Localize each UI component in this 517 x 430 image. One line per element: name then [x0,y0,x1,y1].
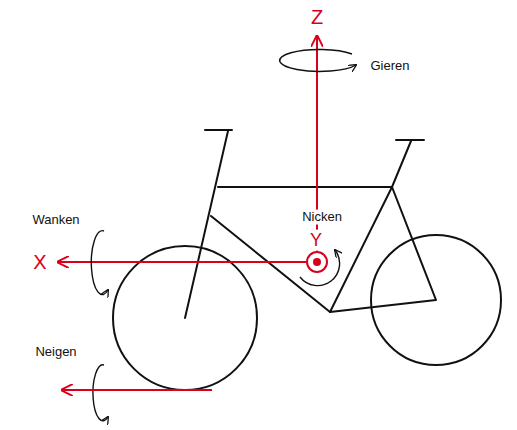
rotation-label: Gieren [368,59,411,74]
y-axis-symbol [307,252,327,272]
frame-rear [330,140,436,312]
lean-axis [62,389,212,391]
pitch-rotation [300,250,340,286]
lean-rotation [93,365,108,421]
down-tube [211,216,330,312]
axis-label: Z [309,6,325,29]
fork-handlebar [185,130,232,318]
yaw-rotation [280,49,356,71]
axis-label: Y [308,230,324,251]
axis-label: X [31,251,48,274]
rotation-label: Neigen [33,345,78,360]
y-axis-dot [314,259,320,265]
rotation-label: Nicken [300,210,344,225]
roll-rotation [91,231,108,295]
x-axis [58,261,307,263]
top-tube [218,186,392,188]
rotation-label: Wanken [30,213,81,228]
